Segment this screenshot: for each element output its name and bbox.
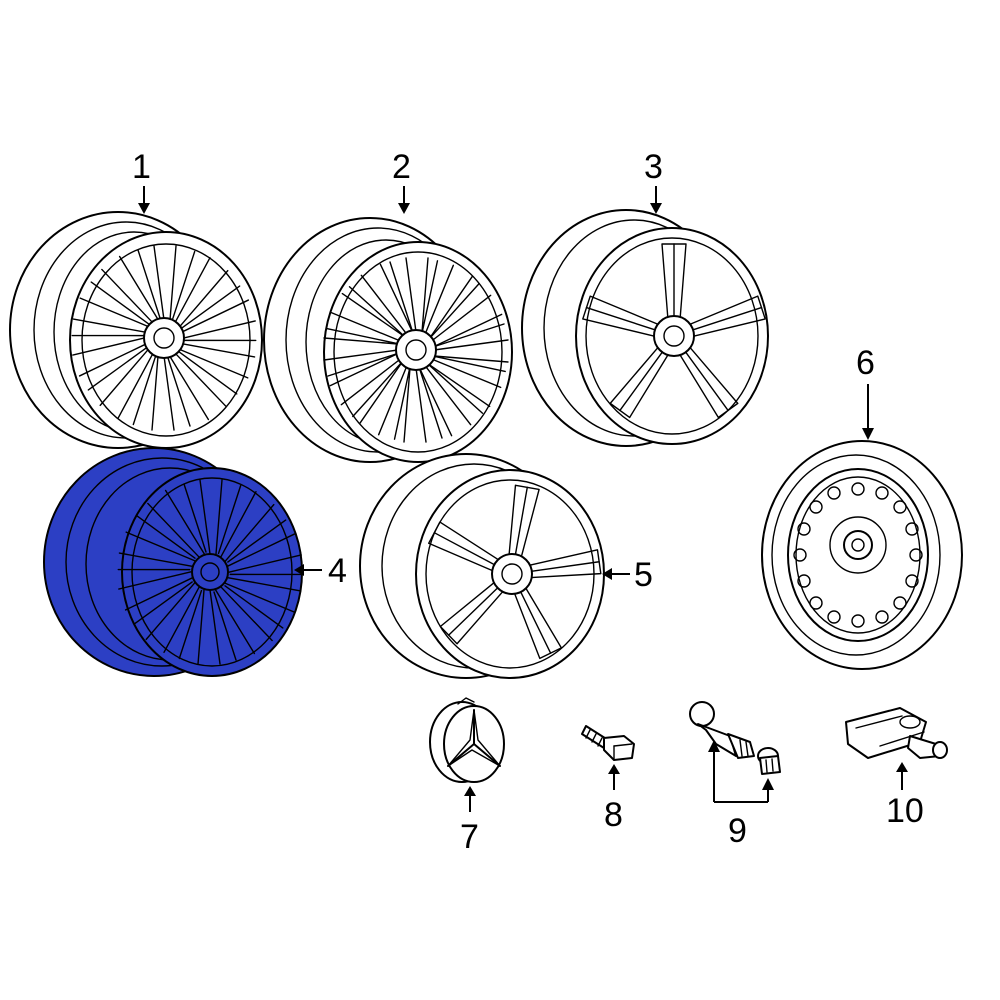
valve-stem-9[interactable] <box>689 701 755 759</box>
wheel-5[interactable] <box>359 453 605 679</box>
wheel-2[interactable] <box>263 217 513 463</box>
callout-1: 1 <box>132 148 151 214</box>
callout-6: 6 <box>856 344 875 440</box>
callout-9: 9 <box>708 740 774 850</box>
callout-label-9: 9 <box>728 812 747 850</box>
star-emblem <box>447 709 501 767</box>
callout-label-6: 6 <box>856 344 875 382</box>
wheel-3[interactable] <box>521 209 769 447</box>
wheel-1[interactable] <box>9 211 263 449</box>
callout-label-7: 7 <box>460 818 479 856</box>
callout-label-3: 3 <box>644 148 663 186</box>
callout-label-4: 4 <box>328 552 347 590</box>
wheel-4-highlighted[interactable] <box>43 447 307 677</box>
callout-label-5: 5 <box>634 556 653 594</box>
spare-wheel-6[interactable] <box>761 440 963 670</box>
callout-label-1: 1 <box>132 148 151 186</box>
callout-4: 4 <box>294 552 347 590</box>
callout-7: 7 <box>460 786 479 856</box>
vent-holes <box>793 482 923 628</box>
callout-label-10: 10 <box>886 792 924 830</box>
callout-8: 8 <box>604 764 623 834</box>
callout-label-2: 2 <box>392 148 411 186</box>
tpms-sensor-10[interactable] <box>845 707 948 759</box>
callout-10: 10 <box>886 762 924 830</box>
callout-label-8: 8 <box>604 796 623 834</box>
wheel-bolt-8[interactable] <box>581 725 635 761</box>
valve-cap-9[interactable] <box>757 747 781 775</box>
callout-2: 2 <box>392 148 411 214</box>
center-cap-7[interactable] <box>429 697 505 783</box>
callout-5: 5 <box>602 556 653 594</box>
callout-3: 3 <box>644 148 663 214</box>
